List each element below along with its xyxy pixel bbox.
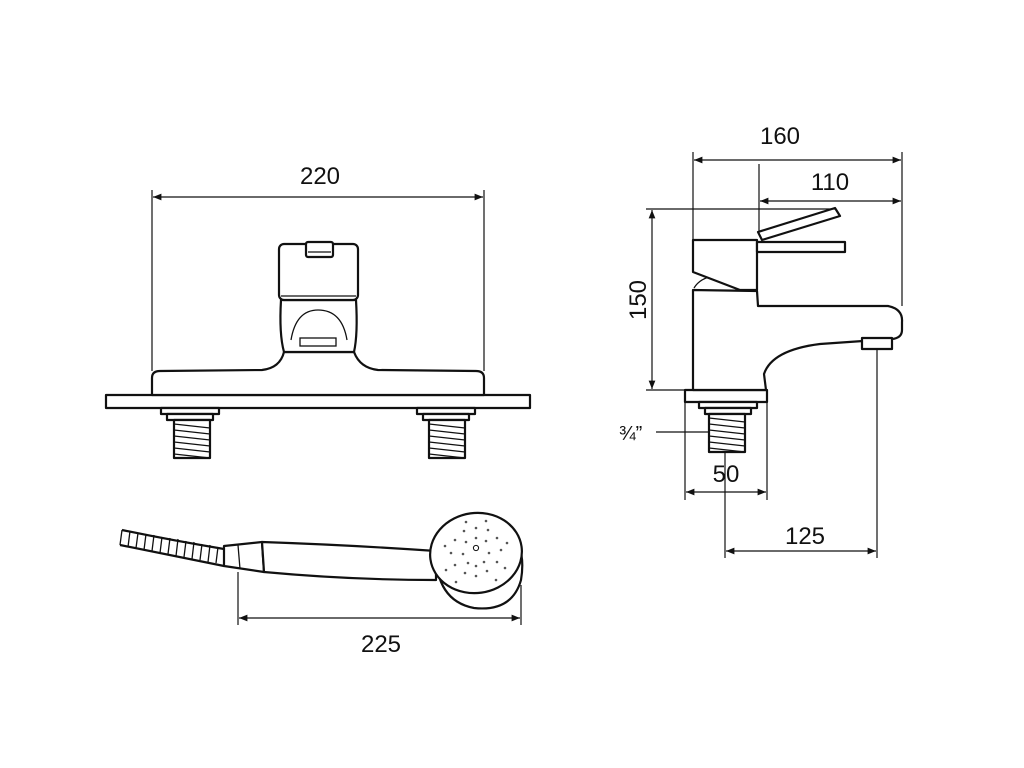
shower-nozzles xyxy=(443,519,509,584)
hand-shower: 225 xyxy=(119,511,524,658)
side-lever-plate xyxy=(755,240,847,254)
shower-head-face xyxy=(429,511,523,595)
front-view: 220 xyxy=(104,163,532,460)
side-inlet-thread xyxy=(697,400,759,454)
shower-hose xyxy=(119,528,225,568)
side-base-flange xyxy=(683,388,769,404)
dim-label-225: 225 xyxy=(361,631,401,658)
dim-label-125: 125 xyxy=(785,523,825,550)
side-lever-block xyxy=(691,238,759,292)
cartridge-housing xyxy=(279,298,358,354)
left-inlet-thread xyxy=(159,406,221,460)
thread-size-label: ¾” xyxy=(619,423,642,445)
right-inlet-thread xyxy=(415,406,477,460)
spout-aerator xyxy=(860,336,894,351)
mixer-body xyxy=(150,350,486,397)
dim-label-110: 110 xyxy=(811,169,849,196)
side-view: 160 110 150 ¾” 50 125 xyxy=(619,123,904,558)
dim-label-160: 160 xyxy=(760,123,800,150)
side-lever-raised xyxy=(756,206,842,242)
dim-label-150: 150 xyxy=(625,280,652,320)
side-body-spout xyxy=(691,288,904,392)
dim-label-220: 220 xyxy=(300,163,340,190)
shower-handle xyxy=(260,540,438,582)
dim-label-50: 50 xyxy=(713,461,740,488)
mounting-plate xyxy=(104,393,532,410)
